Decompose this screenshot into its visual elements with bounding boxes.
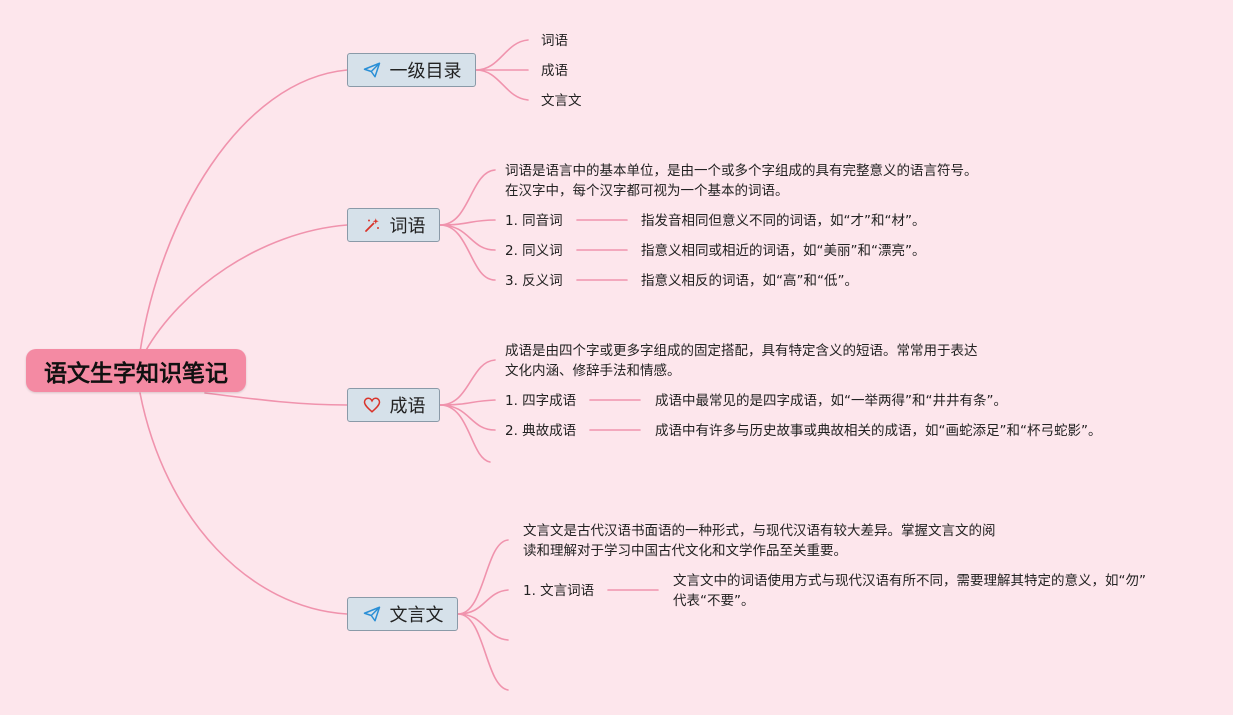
connector-root-catalog (139, 69, 348, 353)
paper-plane-icon (362, 60, 382, 80)
catalog-item-classical[interactable]: 文言文 (541, 93, 582, 109)
connector-root-idioms (204, 392, 348, 406)
branch-catalog[interactable]: 一级目录 (347, 53, 476, 87)
branch-idioms[interactable]: 成语 (347, 388, 440, 422)
connector-root-classical (139, 392, 348, 615)
idioms-item-allusion[interactable]: 2. 典故成语 (505, 423, 577, 439)
idioms-item-four-char[interactable]: 1. 四字成语 (505, 393, 577, 409)
branch-catalog-label: 一级目录 (389, 61, 462, 82)
words-item-antonym[interactable]: 3. 反义词 (505, 273, 563, 289)
words-item-homophone-detail: 指发音相同但意义不同的词语，如“才”和“材”。 (641, 213, 926, 229)
words-description-line1: 词语是语言中的基本单位，是由一个或多个字组成的具有完整意义的语言符号。 (505, 163, 978, 179)
catalog-item-words[interactable]: 词语 (541, 33, 568, 49)
branch-classical[interactable]: 文言文 (347, 597, 458, 631)
catalog-item-idioms[interactable]: 成语 (541, 63, 568, 79)
branch-words-label: 词语 (389, 216, 426, 237)
classical-item-words[interactable]: 1. 文言词语 (523, 583, 595, 599)
words-item-synonym[interactable]: 2. 同义词 (505, 243, 563, 259)
classical-description-line2: 读和理解对于学习中国古代文化和文学作品至关重要。 (523, 543, 847, 559)
classical-item-words-detail-line1: 文言文中的词语使用方式与现代汉语有所不同，需要理解其特定的意义，如“勿” (673, 573, 1146, 589)
words-item-homophone[interactable]: 1. 同音词 (505, 213, 563, 229)
branch-classical-label: 文言文 (389, 605, 444, 626)
root-label: 语文生字知识笔记 (44, 360, 228, 387)
classical-item-words-detail-line2: 代表“不要”。 (673, 593, 755, 609)
branch-idioms-label: 成语 (389, 396, 426, 417)
words-description-line2: 在汉字中，每个汉字都可视为一个基本的词语。 (505, 183, 789, 199)
idioms-item-allusion-detail: 成语中有许多与历史故事或典故相关的成语，如“画蛇添足”和“杯弓蛇影”。 (655, 423, 1102, 439)
words-item-synonym-detail: 指意义相同或相近的词语，如“美丽”和“漂亮”。 (641, 243, 926, 259)
heart-icon (362, 395, 382, 415)
branch-words[interactable]: 词语 (347, 208, 440, 242)
connector-root-words (144, 224, 348, 353)
idioms-item-four-char-detail: 成语中最常见的是四字成语，如“一举两得”和“井井有条”。 (655, 393, 1007, 409)
magic-wand-icon (362, 215, 382, 235)
classical-description-line1: 文言文是古代汉语书面语的一种形式，与现代汉语有较大差异。掌握文言文的阅 (523, 523, 996, 539)
root-node[interactable]: 语文生字知识笔记 (26, 349, 246, 392)
paper-plane-icon (362, 604, 382, 624)
words-item-antonym-detail: 指意义相反的词语，如“高”和“低”。 (641, 273, 858, 289)
idioms-description-line2: 文化内涵、修辞手法和情感。 (505, 363, 681, 379)
idioms-description-line1: 成语是由四个字或更多字组成的固定搭配，具有特定含义的短语。常常用于表达 (505, 343, 978, 359)
